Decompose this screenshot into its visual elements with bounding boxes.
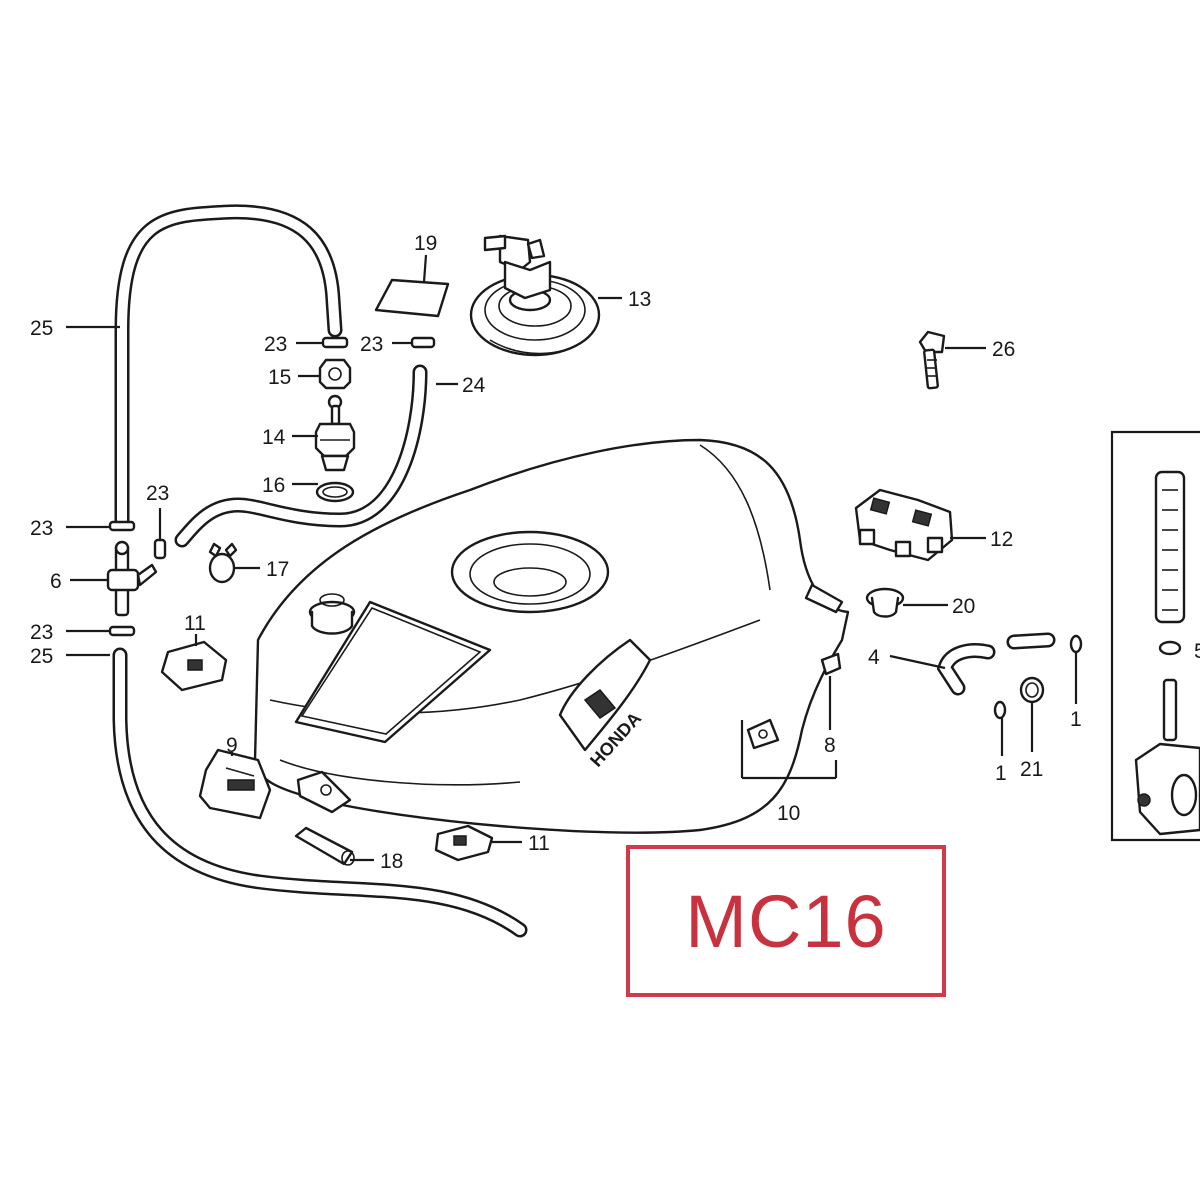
callout-5: 5 (1194, 640, 1200, 663)
part-19-label (374, 278, 450, 318)
callout-15: 15 (268, 366, 291, 389)
callout-25-upper: 25 (30, 317, 53, 340)
callout-6: 6 (50, 570, 62, 593)
callout-23-mid: 23 (146, 482, 169, 505)
callout-9: 9 (226, 734, 238, 757)
part-8-pad (820, 652, 842, 676)
callout-18: 18 (380, 850, 403, 873)
callout-11-left: 11 (184, 612, 206, 635)
clip-23-e (410, 336, 436, 349)
callout-12: 12 (990, 528, 1013, 551)
part-11-rubber-a (160, 640, 228, 692)
model-code: MC16 (685, 879, 887, 963)
callout-10: 10 (777, 802, 800, 825)
part-13-fuel-cap (469, 234, 601, 357)
callout-23-top-right: 23 (360, 333, 383, 356)
part-14-valve (314, 394, 356, 472)
part-1-clip-b (1069, 634, 1083, 654)
hose-25-upper (114, 204, 343, 528)
clip-23-c (153, 538, 167, 560)
callout-1-left: 1 (995, 762, 1007, 785)
part-4-hose (936, 632, 1056, 696)
clip-23-d (321, 336, 349, 349)
callout-16: 16 (262, 474, 285, 497)
callout-23-left-lower: 23 (30, 621, 53, 644)
part-17-clamp (208, 542, 238, 584)
leader-lines (66, 254, 1078, 862)
callout-25-lower: 25 (30, 645, 53, 668)
callout-23-left-upper: 23 (30, 517, 53, 540)
clip-23-b (108, 625, 136, 637)
callout-17: 17 (266, 558, 289, 581)
hose-25-lower (112, 647, 528, 938)
part-1-clip-a (993, 700, 1007, 720)
part-6-joint (106, 540, 158, 617)
callout-1-right: 1 (1070, 708, 1082, 731)
callout-11-bottom: 11 (528, 832, 550, 855)
part-18-sleeve (294, 826, 355, 866)
callout-20: 20 (952, 595, 975, 618)
fuel-cock-assembly (1110, 430, 1200, 842)
model-code-box: MC16 (626, 845, 946, 997)
part-12-bracket (854, 488, 954, 562)
fuel-tank: HONDA (253, 438, 850, 834)
callout-labels: 25 23 23 15 24 14 16 19 13 26 23 23 17 6… (30, 232, 1200, 873)
part-15-nut (318, 358, 352, 390)
callout-26: 26 (992, 338, 1015, 361)
part-16-o-ring (315, 481, 355, 503)
part-9-mount (198, 748, 272, 820)
callout-8: 8 (824, 734, 836, 757)
part-21-clamp (1019, 676, 1045, 704)
callout-4: 4 (868, 646, 880, 669)
callout-19: 19 (414, 232, 437, 255)
callout-13: 13 (628, 288, 651, 311)
callout-23-top-left: 23 (264, 333, 287, 356)
callout-21: 21 (1020, 758, 1043, 781)
part-11-rubber-b (434, 824, 494, 862)
hose-24 (174, 364, 428, 548)
part-20-grommet (865, 587, 905, 618)
callout-24: 24 (462, 374, 486, 397)
clip-23-a (108, 520, 136, 532)
callout-14: 14 (262, 426, 286, 449)
part-26-bolt (918, 330, 946, 390)
